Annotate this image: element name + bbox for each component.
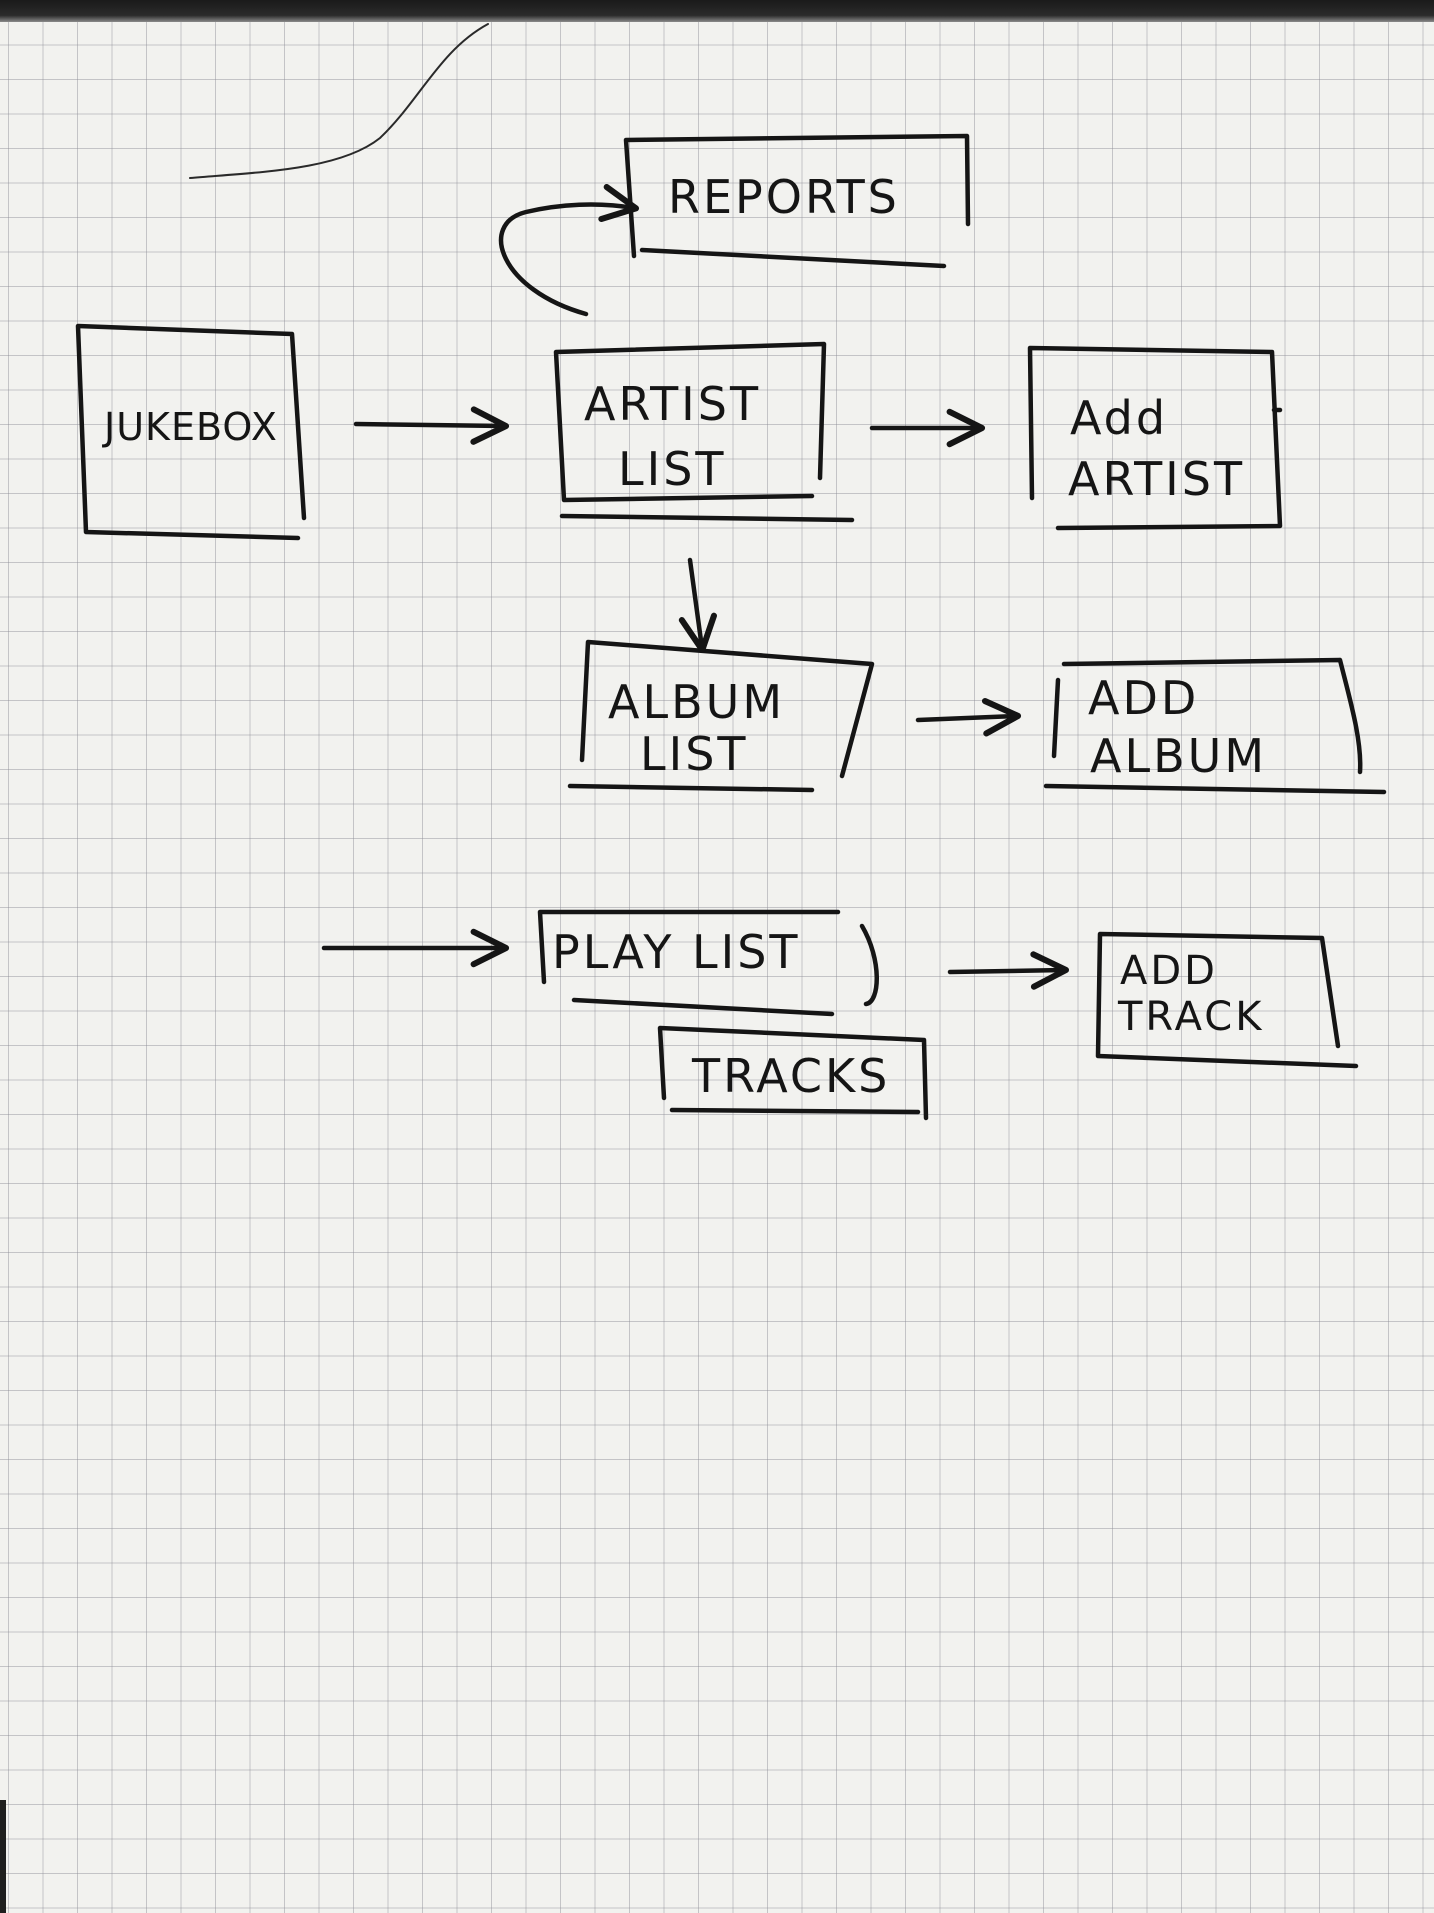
node-add-artist-line1: Add <box>1070 391 1168 445</box>
node-add-album-outline <box>1043 657 1387 795</box>
node-tracks-outline <box>657 1025 929 1121</box>
node-add-artist: Add ARTIST <box>1027 345 1283 531</box>
node-tracks-label: TRACKS <box>691 1049 890 1103</box>
scan-top-edge <box>0 0 1434 22</box>
node-tracks: TRACKS <box>657 1025 929 1121</box>
node-artist-list-outline <box>553 341 855 523</box>
node-artist-list-line1: ARTIST <box>584 377 761 431</box>
node-jukebox-label: JUKEBOX <box>102 405 278 449</box>
arrow-jukebox-to-artist-list <box>353 406 510 445</box>
node-reports-label: REPORTS <box>668 170 900 224</box>
stray-pencil-mark <box>189 23 489 179</box>
node-jukebox-outline <box>75 323 307 541</box>
node-playlist-outline <box>537 909 879 1017</box>
node-add-album: ADD ALBUM <box>1043 657 1387 795</box>
node-add-artist-line2: ARTIST <box>1068 452 1245 506</box>
node-album-list-line2: LIST <box>640 727 749 781</box>
node-add-artist-outline <box>1027 345 1283 531</box>
node-add-track: ADD TRACK <box>1095 931 1359 1069</box>
arrow-album-list-to-add-album <box>915 698 1022 737</box>
arrow-artist-list-to-reports <box>498 183 640 317</box>
arrow-playlist-to-add-track <box>947 951 1070 990</box>
node-artist-list-line2: LIST <box>618 442 727 496</box>
node-add-track-line1: ADD <box>1120 948 1218 994</box>
arrow-artist-list-to-album-list <box>678 557 717 654</box>
node-jukebox: JUKEBOX <box>75 323 307 541</box>
node-playlist-label: PLAY LIST <box>552 925 801 979</box>
node-album-list: ALBUM LIST <box>567 639 875 793</box>
node-add-track-outline <box>1095 931 1359 1069</box>
node-add-album-line1: ADD <box>1088 671 1199 725</box>
node-add-track-line2: TRACK <box>1117 994 1264 1040</box>
node-artist-list: ARTIST LIST <box>553 341 855 523</box>
node-add-album-line2: ALBUM <box>1090 729 1267 783</box>
node-playlist: PLAY LIST <box>537 909 879 1017</box>
node-reports: REPORTS <box>623 133 971 269</box>
node-album-list-line1: ALBUM <box>608 675 785 729</box>
scan-left-edge <box>0 1800 6 1913</box>
